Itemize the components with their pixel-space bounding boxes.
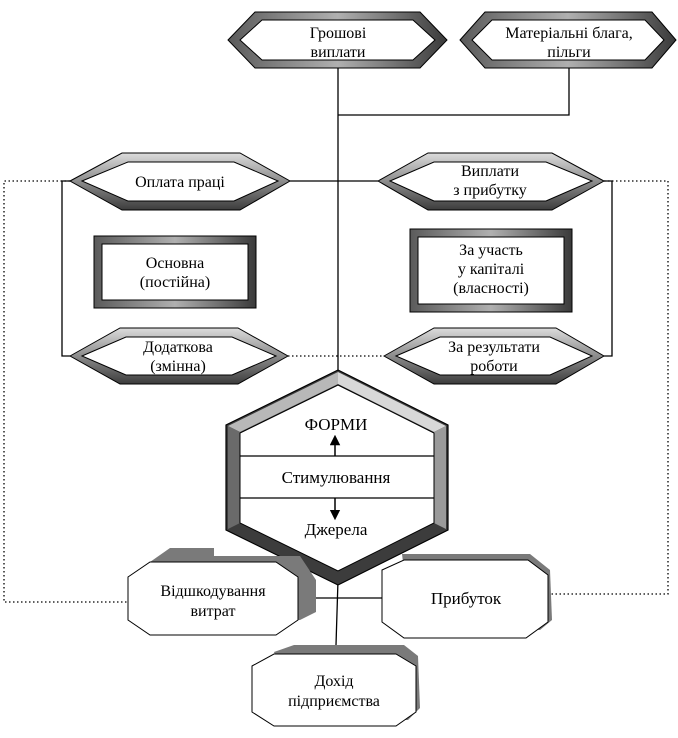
node-material-goods: Матеріальні блага, пільги — [459, 11, 677, 69]
center-stimulation: Стимулювання — [282, 468, 391, 487]
basic-line2: (постійна) — [140, 274, 210, 291]
equity-share-line1: За участь — [459, 242, 523, 259]
work-results-line1: За результати — [448, 339, 540, 356]
cost-compensation-line2: витрат — [191, 603, 236, 620]
profit-label: Прибуток — [431, 589, 502, 608]
material-goods-line2: пільги — [547, 44, 591, 61]
additional-line2: (змінна) — [150, 358, 206, 375]
center-sources: Джерела — [305, 520, 368, 539]
node-basic: Основна (постійна) — [93, 235, 257, 309]
work-results-line2: роботи — [470, 358, 518, 375]
material-goods-line1: Матеріальні блага, — [505, 25, 632, 42]
node-money-payments: Грошові виплати — [227, 11, 448, 69]
center-forms: ФОРМИ — [305, 415, 368, 434]
node-additional: Додаткова (змінна) — [68, 327, 290, 385]
equity-share-line2: у капіталі — [458, 261, 525, 278]
wages-label: Оплата праці — [135, 174, 225, 191]
profit-payments-line1: Виплати — [461, 163, 519, 180]
money-payments-line2: виплати — [311, 44, 366, 61]
node-cost-compensation: Відшкодування витрат — [127, 548, 316, 636]
profit-payments-line2: з прибутку — [453, 182, 527, 199]
node-equity-share: За участь у капіталі (власності) — [409, 228, 573, 313]
node-wages: Оплата праці — [68, 152, 292, 211]
node-profit-payments: Виплати з прибутку — [376, 152, 606, 211]
enterprise-income-line2: підприємства — [288, 693, 380, 710]
cost-compensation-line1: Відшкодування — [160, 583, 266, 600]
node-profit: Прибуток — [381, 554, 552, 639]
money-payments-line1: Грошові — [310, 25, 367, 42]
node-center-hexagon: ФОРМИ Стимулювання Джерела — [225, 369, 449, 586]
additional-line1: Додаткова — [143, 339, 213, 356]
node-enterprise-income: Дохід підприємства — [251, 645, 420, 727]
basic-line1: Основна — [146, 255, 204, 272]
node-work-results: За результати роботи — [382, 327, 605, 385]
connector-lines — [3, 58, 669, 646]
enterprise-income-line1: Дохід — [314, 673, 353, 690]
equity-share-line3: (власності) — [453, 280, 529, 297]
